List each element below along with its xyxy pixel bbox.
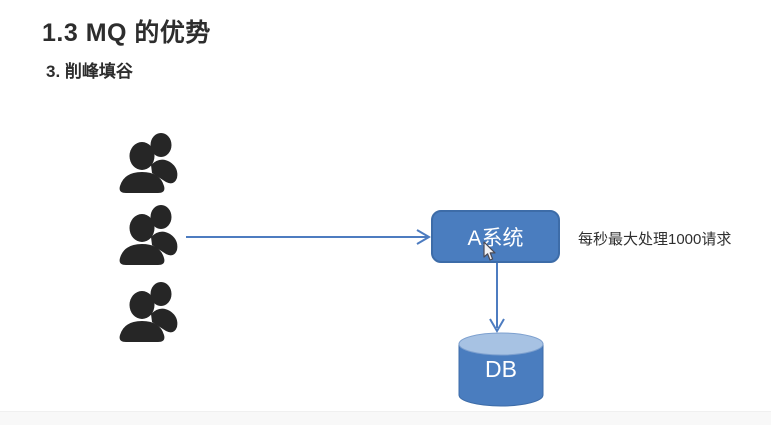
- system-a-label: A系统: [467, 226, 524, 250]
- users-group-icon: [118, 204, 182, 266]
- arrow-right-icon: [186, 229, 431, 245]
- page-subtitle: 3. 削峰填谷: [46, 62, 133, 81]
- db-label: DB: [485, 356, 517, 382]
- db-cylinder: [456, 331, 546, 411]
- throughput-annotation: 每秒最大处理1000请求: [578, 231, 732, 248]
- arrow-down-icon: [489, 263, 505, 333]
- users-group-icon: [118, 132, 182, 194]
- bottom-bar: [0, 411, 771, 425]
- page-title: 1.3 MQ 的优势: [42, 19, 211, 47]
- users-group-icon: [118, 281, 182, 343]
- mouse-cursor-icon: [482, 241, 497, 262]
- system-a-box: A系统: [431, 210, 560, 263]
